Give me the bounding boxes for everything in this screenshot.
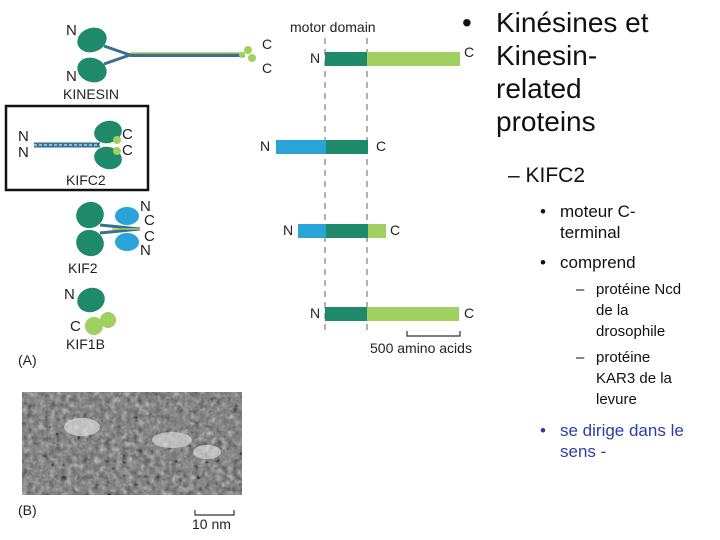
bar-kif2-c: C (390, 222, 401, 238)
title-bullet: • Kinésines et Kinesin- related proteins (462, 6, 715, 138)
scale-nm-label: 10 nm (192, 516, 231, 532)
kifc2-c-top-label: C (122, 126, 133, 143)
subbullet-kifc2: – KIFC2 (508, 164, 585, 188)
bar-kifc2-n: N (260, 138, 271, 154)
bar-kif1b-c: C (464, 305, 475, 321)
ncd-line-3: drosophile (596, 323, 666, 340)
kar3-line-1: protéine (596, 349, 651, 366)
scale-bar-nm (194, 510, 235, 516)
kifc2-c-bottom-label: C (122, 142, 133, 159)
kifc2-n-bottom-label: N (18, 144, 29, 161)
bar-kinesin-n: N (310, 50, 321, 66)
bullet-dot: • (540, 202, 546, 221)
kif2-c-top-label: C (144, 212, 155, 229)
point-direction: • se dirige dans le sens - (540, 420, 684, 462)
kif1b-c-label: C (70, 318, 81, 335)
kinesin-molecule (77, 27, 256, 83)
title-line-1: Kinésines et (496, 7, 649, 38)
scale-aa-label: 500 amino acids (370, 340, 472, 356)
kif2-molecule (76, 201, 141, 257)
scale-bar-aa (406, 331, 461, 337)
kif1b-label: KIF1B (66, 336, 105, 352)
kif1b-n-label: N (64, 286, 75, 303)
item-ncd: – protéine Ncd de la drosophile (576, 279, 681, 342)
kif1b-molecule (77, 287, 116, 335)
kifc2-n-top-label: N (18, 128, 29, 145)
ncd-line-1: protéine Ncd (596, 281, 682, 298)
bar-kif2 (298, 224, 386, 238)
motor-terminal-line-1: moteur C- (560, 202, 636, 221)
kar3-line-2: KAR3 de la (596, 370, 672, 387)
item-kar3: – protéine KAR3 de la levure (576, 347, 672, 410)
bullet-dot: • (540, 421, 546, 440)
ncd-line-2: de la (596, 302, 629, 319)
bar-kif1b (325, 307, 459, 321)
kifc2-heading: KIFC2 (525, 164, 586, 187)
point-comprend: • comprend (540, 252, 636, 273)
dash-marker: – (576, 349, 585, 366)
dash-marker: – (508, 164, 526, 187)
kinesin-label: KINESIN (63, 86, 120, 102)
bar-kif2-n: N (283, 222, 294, 238)
kinesin-c-bottom-label: C (262, 60, 273, 76)
kif2-n-top-label: N (140, 198, 151, 215)
bullet-dot: • (462, 7, 472, 38)
bar-kifc2-c: C (376, 138, 387, 154)
comprend-text: comprend (560, 253, 636, 272)
electron-micrograph (22, 392, 242, 495)
kifc2-label: KIFC2 (66, 172, 106, 188)
dash-marker: – (576, 281, 585, 298)
point-motor-terminal: • moteur C- terminal (540, 201, 636, 243)
kifc2-highlight-box (4, 104, 150, 192)
direction-line-2: sens - (560, 442, 607, 461)
panel-a-label: (A) (18, 352, 37, 368)
kinesin-n-top-label: N (66, 22, 77, 39)
kinesin-n-bottom-label: N (66, 68, 77, 85)
bar-kif1b-n: N (310, 305, 321, 321)
bar-kifc2 (276, 140, 368, 154)
title-line-3: related (496, 73, 582, 104)
motor-terminal-line-2: terminal (560, 223, 621, 242)
kifc2-molecule (34, 120, 122, 170)
kif2-label: KIF2 (68, 260, 98, 276)
direction-line-1: se dirige dans le (560, 421, 684, 440)
kar3-line-3: levure (596, 391, 637, 408)
title-line-2: Kinesin- (496, 40, 598, 71)
panel-b-label: (B) (18, 502, 37, 518)
bar-kinesin-c: C (464, 44, 475, 60)
bullet-dot: • (540, 253, 546, 272)
kif2-c-bottom-label: C (144, 228, 155, 245)
kif2-n-bottom-label: N (140, 242, 151, 259)
motor-domain-label: motor domain (290, 19, 376, 35)
bar-kinesin (325, 52, 460, 66)
kinesin-c-top-label: C (262, 36, 273, 52)
title-line-4: proteins (496, 106, 596, 137)
